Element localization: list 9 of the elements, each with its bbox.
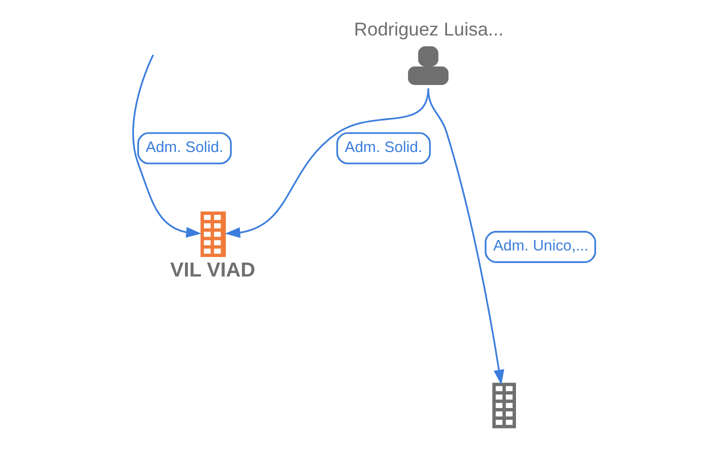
- node-label: VIL VIAD: [170, 260, 256, 282]
- arrow: [132, 54, 202, 238]
- edge-label: Adm. Unico,...: [493, 238, 588, 255]
- node-box: [200, 212, 226, 258]
- node-building: [492, 382, 516, 428]
- edge-label: Adm. Solid.: [146, 138, 224, 156]
- edge-label: Adm. Solid.: [344, 138, 422, 156]
- arrow: [427, 88, 504, 385]
- node-label: Rodriguez Luisa...: [354, 18, 504, 40]
